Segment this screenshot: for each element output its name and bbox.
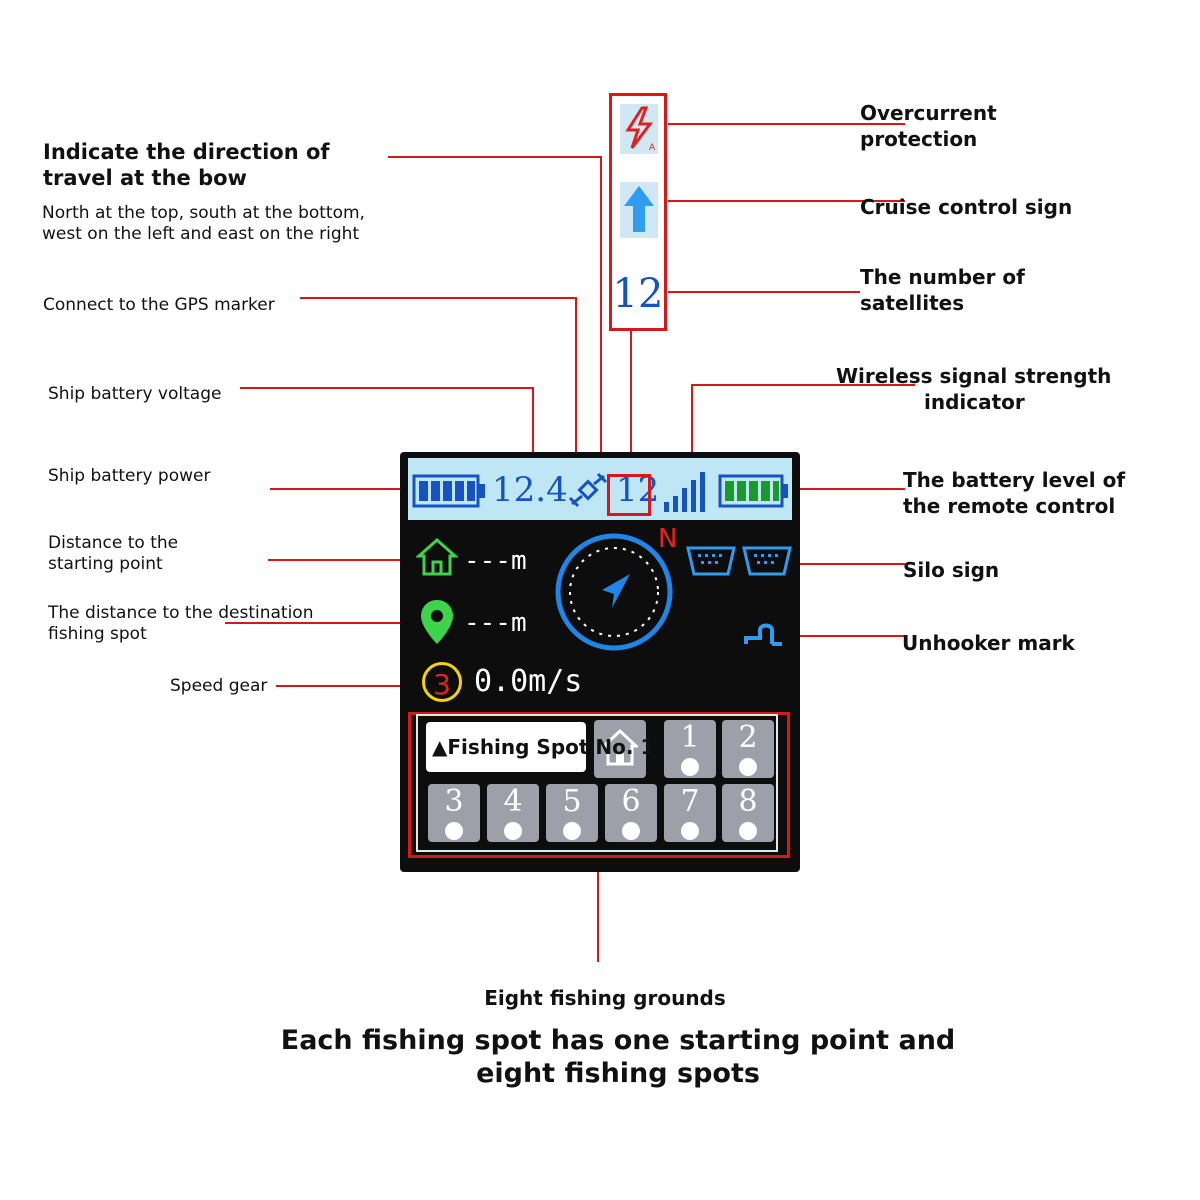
spot-dot: [445, 822, 463, 840]
remote-battery-icon: [718, 474, 788, 508]
spot-dot: [681, 822, 699, 840]
distance-start-label-2: starting point: [48, 554, 163, 574]
distance-dest-label-1: The distance to the destination: [48, 603, 314, 623]
cruise-control-label: Cruise control sign: [860, 195, 1073, 219]
overcurrent-label-1: Overcurrent: [860, 101, 997, 125]
battery-power-label: Ship battery power: [48, 466, 211, 486]
silo-label: Silo sign: [903, 558, 1000, 582]
home-spot-tile[interactable]: [594, 720, 646, 778]
spot-dot: [622, 822, 640, 840]
spot-dot: [504, 822, 522, 840]
fishing-spot-grid: [416, 714, 778, 852]
home-icon: [416, 537, 458, 576]
overcurrent-label-2: protection: [860, 127, 978, 151]
battery-voltage-label: Ship battery voltage: [48, 384, 222, 404]
spot-tile-4[interactable]: 4: [487, 784, 539, 842]
speed-readout: 0.0m/s: [474, 664, 583, 699]
satellites-label-2: satellites: [860, 291, 965, 315]
silo-icon: [686, 546, 792, 576]
summary-line-1: Each fishing spot has one starting point…: [280, 1025, 956, 1056]
wireless-label-2: indicator: [924, 390, 1025, 414]
battery-icon: [412, 474, 485, 508]
sidebar-satellite-count: 12: [612, 271, 664, 317]
wireless-label-1: Wireless signal strength: [836, 364, 1112, 388]
direction-title: Indicate the direction of travel at the …: [43, 140, 330, 190]
spot-tile-7[interactable]: 7: [664, 784, 716, 842]
selected-spot-name[interactable]: ▲Fishing Spot No. 1: [426, 722, 654, 772]
home-spot-icon: [602, 728, 638, 766]
remote-battery-label-2: the remote control: [903, 494, 1116, 518]
spot-dot: [739, 758, 757, 776]
cruise-arrow-icon: [620, 182, 658, 238]
satellite-icon: [568, 472, 608, 508]
leader-gps: [300, 297, 577, 470]
spot-number: 5: [562, 784, 582, 819]
overcurrent-icon: A: [620, 104, 658, 154]
distance-home-readout: ---m: [464, 546, 527, 576]
spot-tile-5[interactable]: 5: [546, 784, 598, 842]
spot-number: 1: [680, 720, 700, 755]
spot-dot: [563, 822, 581, 840]
compass-icon: [555, 533, 673, 651]
spot-number: 2: [738, 720, 758, 755]
compass-north: N: [658, 524, 678, 554]
signal-bars-icon: [664, 472, 705, 512]
triangle-marker-icon: ▲: [432, 735, 448, 759]
spot-tile-2[interactable]: 2: [722, 720, 774, 778]
spot-number: 7: [680, 784, 700, 819]
spot-tile-3[interactable]: 3: [428, 784, 480, 842]
leader-voltage: [240, 387, 534, 478]
status-bar: 12.4 12: [408, 458, 792, 520]
distance-dest-label-2: fishing spot: [48, 624, 147, 644]
spot-tile-6[interactable]: 6: [605, 784, 657, 842]
spot-dot: [739, 822, 757, 840]
speed-gear-indicator: 3: [422, 662, 462, 702]
satellite-highlight: [607, 474, 651, 516]
spot-number: 8: [738, 784, 758, 819]
spot-number: 6: [621, 784, 641, 819]
svg-text:A: A: [649, 143, 656, 153]
spot-tile-8[interactable]: 8: [722, 784, 774, 842]
distance-start-label-1: Distance to the: [48, 533, 179, 553]
spot-number: 3: [444, 784, 464, 819]
fishing-grounds-highlight: [408, 712, 790, 858]
distance-spot-readout: ---m: [464, 608, 527, 638]
leader-direction: [388, 156, 602, 575]
eight-grounds-label: Eight fishing grounds: [484, 986, 726, 1010]
spot-dot: [681, 758, 699, 776]
satellites-label-1: The number of: [860, 265, 1025, 289]
speed-gear-label: Speed gear: [170, 676, 268, 696]
unhooker-label: Unhooker mark: [902, 631, 1075, 655]
unhooker-icon: [744, 623, 782, 646]
voltage-readout: 12.4: [492, 470, 568, 510]
summary-line-2: eight fishing spots: [476, 1058, 760, 1089]
direction-desc-1: North at the top, south at the bottom,: [42, 203, 365, 223]
leader-wireless: [691, 384, 915, 478]
remote-battery-label-1: The battery level of: [903, 468, 1126, 492]
spot-name-text: Fishing Spot No. 1: [447, 735, 655, 759]
controller-screen: 12.4 1 2: [400, 452, 800, 872]
spot-tile-1[interactable]: 1: [664, 720, 716, 778]
direction-desc-2: west on the left and east on the right: [42, 224, 360, 244]
status-icons-box: A 12: [609, 93, 667, 331]
spot-number: 4: [503, 784, 523, 819]
location-pin-icon: [421, 600, 453, 644]
gps-marker-label: Connect to the GPS marker: [43, 295, 275, 315]
